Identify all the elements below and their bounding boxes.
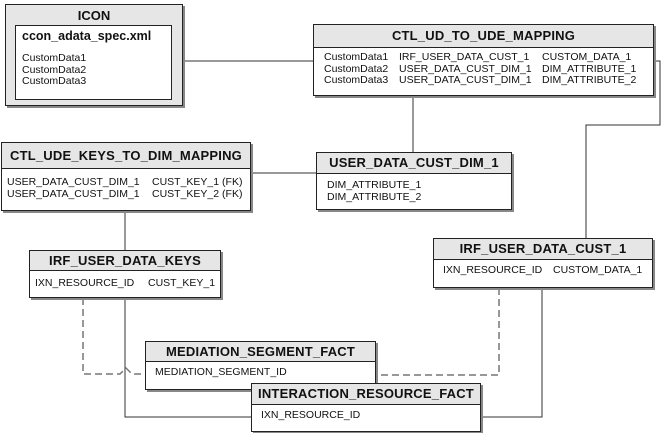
entity-icon-title: ICON xyxy=(77,8,111,23)
cell: CustomData3 xyxy=(324,74,389,86)
entity-body: DIM_ATTRIBUTE_1 DIM_ATTRIBUTE_2 xyxy=(317,174,511,203)
cell: CUSTOM_DATA_1 xyxy=(553,264,643,276)
dashed-connector-irf-cust-to-msf xyxy=(375,288,500,376)
cell: DIM_ATTRIBUTE_2 xyxy=(542,74,637,86)
entity-title: IRF_USER_DATA_KEYS xyxy=(30,251,220,271)
icon-inner-title: ccon_adata_spec.xml xyxy=(22,29,152,43)
cell: USER_DATA_CUST_DIM_1 xyxy=(399,74,532,86)
entity-icon[interactable]: ICON ccon_adata_spec.xml CustomData1 Cus… xyxy=(5,4,183,106)
entity-user-data-cust-dim-1[interactable]: USER_DATA_CUST_DIM_1 DIM_ATTRIBUTE_1 DIM… xyxy=(316,152,512,210)
cell: USER_DATA_CUST_DIM_1 xyxy=(7,187,140,200)
entity-body: MEDIATION_SEGMENT_ID xyxy=(146,362,375,379)
cell: IRF_USER_DATA_CUST_1 xyxy=(399,51,530,63)
entity-irf-user-data-cust-1[interactable]: IRF_USER_DATA_CUST_1 IXN_RESOURCE_ID CUST… xyxy=(433,238,653,288)
entity-title: CTL_UDE_KEYS_TO_DIM_MAPPING xyxy=(2,143,250,169)
connector-irf-cust-to-irf xyxy=(480,288,543,418)
icon-rows: CustomData1 CustomData2 CustomData3 xyxy=(16,43,171,88)
attribute-row: IXN_RESOURCE_ID CUST_KEY_1 xyxy=(35,277,220,290)
entity-body: IXN_RESOURCE_ID xyxy=(252,405,480,422)
cell: CUST_KEY_1 xyxy=(148,277,216,289)
entity-mediation-segment-fact[interactable]: MEDIATION_SEGMENT_FACT MEDIATION_SEGMENT… xyxy=(145,341,376,390)
cell: IXN_RESOURCE_ID xyxy=(443,264,543,276)
cell: CustomData2 xyxy=(324,62,389,75)
icon-row: CustomData3 xyxy=(22,75,87,87)
entity-title: INTERACTION_RESOURCE_FACT xyxy=(252,384,480,405)
icon-row: CustomData1 xyxy=(22,52,87,64)
cell: CUST_KEY_2 (FK) xyxy=(152,187,243,200)
cell: USER_DATA_CUST_DIM_1 xyxy=(7,176,140,188)
attribute-row: IXN_RESOURCE_ID CUSTOM_DATA_1 xyxy=(443,264,652,277)
attribute-row: DIM_ATTRIBUTE_2 xyxy=(327,190,422,203)
entity-title: USER_DATA_CUST_DIM_1 xyxy=(317,153,511,174)
entity-title: IRF_USER_DATA_CUST_1 xyxy=(434,239,652,260)
mapping-row: CustomData1 IRF_USER_DATA_CUST_1 CUSTOM_DA… xyxy=(324,51,653,64)
entity-body: USER_DATA_CUST_DIM_1 CUST_KEY_1 (FK) USER… xyxy=(2,169,250,200)
cell: CustomData1 xyxy=(324,51,389,63)
cell: CUSTOM_DATA_1 xyxy=(542,51,632,63)
cell: IXN_RESOURCE_ID xyxy=(35,277,135,289)
entity-body: CustomData1 IRF_USER_DATA_CUST_1 CUSTOM_DA… xyxy=(314,48,653,87)
entity-interaction-resource-fact[interactable]: INTERACTION_RESOURCE_FACT IXN_RESOURCE_I… xyxy=(251,383,481,432)
cell: CUST_KEY_1 (FK) xyxy=(152,176,243,188)
connector-irf-keys-to-irf xyxy=(124,298,251,418)
entity-title: MEDIATION_SEGMENT_FACT xyxy=(146,342,375,362)
attribute-row: IXN_RESOURCE_ID xyxy=(261,409,361,421)
entity-ctl-ud-to-ude-mapping[interactable]: CTL_UD_TO_UDE_MAPPING CustomData1 IRF_USE… xyxy=(313,24,654,96)
entity-body: IXN_RESOURCE_ID CUST_KEY_1 xyxy=(30,271,220,290)
mapping-row: USER_DATA_CUST_DIM_1 CUST_KEY_2 (FK) xyxy=(7,187,250,201)
attribute-row: MEDIATION_SEGMENT_ID xyxy=(155,366,287,378)
mapping-row: USER_DATA_CUST_DIM_1 CUST_KEY_1 (FK) xyxy=(7,176,250,189)
attribute-row: DIM_ATTRIBUTE_1 xyxy=(327,179,422,191)
mapping-row: CustomData3 USER_DATA_CUST_DIM_1 DIM_ATTRI… xyxy=(324,74,653,87)
entity-title: CTL_UD_TO_UDE_MAPPING xyxy=(314,25,653,48)
dashed-connector-irf-keys-to-msf xyxy=(82,298,145,375)
entity-body: IXN_RESOURCE_ID CUSTOM_DATA_1 xyxy=(434,260,652,277)
mapping-row: CustomData2 USER_DATA_CUST_DIM_1 DIM_ATTRI… xyxy=(324,62,653,76)
icon-row: CustomData2 xyxy=(22,63,87,76)
icon-inner-box: ccon_adata_spec.xml CustomData1 CustomDa… xyxy=(15,25,172,100)
connector-ud-mapping-to-irf-cust xyxy=(585,60,661,238)
entity-ctl-ude-keys-to-dim-mapping[interactable]: CTL_UDE_KEYS_TO_DIM_MAPPING USER_DATA_CU… xyxy=(1,142,251,211)
entity-irf-user-data-keys[interactable]: IRF_USER_DATA_KEYS IXN_RESOURCE_ID CUST_K… xyxy=(29,250,221,298)
cell: DIM_ATTRIBUTE_1 xyxy=(542,62,637,75)
cell: USER_DATA_CUST_DIM_1 xyxy=(399,62,532,75)
